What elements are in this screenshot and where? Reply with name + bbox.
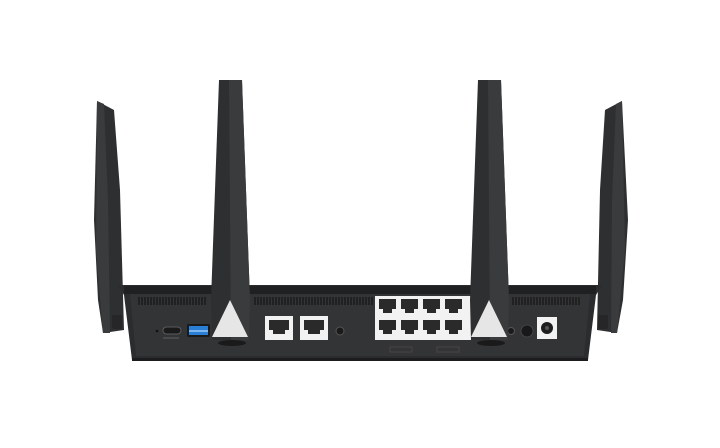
power-button: [520, 324, 534, 338]
button-small: [335, 326, 345, 336]
dc-power-jack: [537, 317, 557, 339]
ethernet-port-block: [375, 296, 473, 353]
antenna-inner-right: [470, 80, 509, 346]
vent-grille: [138, 297, 580, 305]
usb-a-port: [187, 324, 210, 337]
ethernet-port-lan: [300, 316, 328, 340]
antenna-inner-left: [211, 80, 250, 346]
ethernet-port-wan: [265, 316, 293, 340]
usb-c-port: [155, 326, 182, 339]
antenna-far-right: [597, 101, 628, 333]
wps-button: [507, 327, 515, 335]
antenna-far-left: [94, 101, 124, 333]
router-body: [112, 285, 608, 361]
